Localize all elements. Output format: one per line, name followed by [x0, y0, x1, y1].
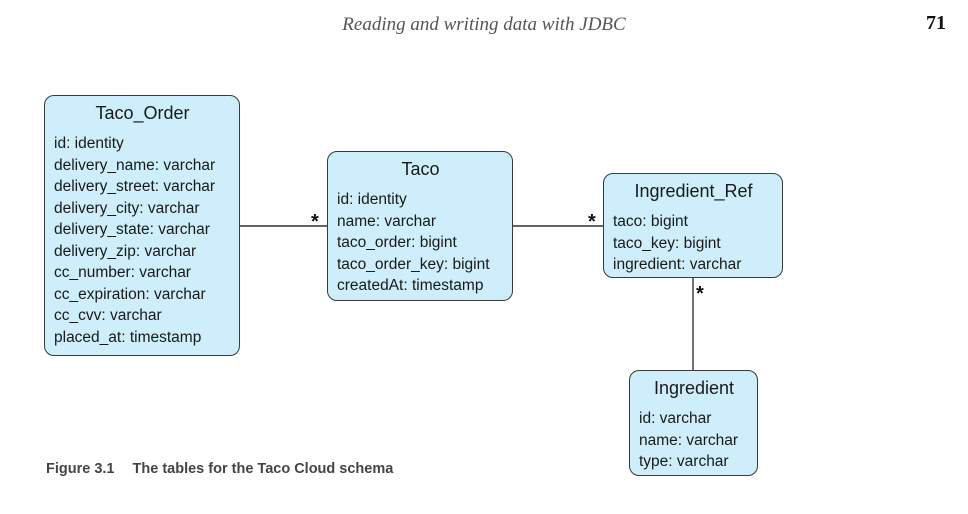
table-field: name: varchar — [337, 212, 437, 230]
table-field: ingredient: varchar — [613, 256, 742, 273]
table-taco-order: Taco_Order id: identity delivery_name: va… — [44, 95, 240, 356]
table-ingredient-ref: Ingredient_Ref taco: bigint taco_key: big… — [603, 173, 783, 278]
table-field: id: identity — [54, 135, 124, 152]
table-field: id: identity — [337, 191, 407, 208]
table-field: taco_order_key: bigint — [337, 255, 490, 273]
figure-caption: Figure 3.1 The tables for the Taco Cloud… — [46, 461, 393, 477]
field-list: id: identity delivery_name: varchar delive… — [54, 133, 231, 348]
field-list: id: identity name: varchar taco_order: big… — [337, 189, 504, 297]
multiplicity-taco-ingredient-ref: * — [588, 211, 596, 233]
table-field: id: varchar — [639, 410, 712, 427]
table-field: createdAt: timestamp — [337, 277, 484, 294]
field-list: id: varchar name: varchar type: varchar — [639, 408, 749, 473]
table-taco: Taco id: identity name: varchar taco_order… — [327, 151, 513, 301]
table-name: Taco_Order — [95, 103, 190, 123]
table-field: type: varchar — [639, 453, 729, 470]
multiplicity-order-taco: * — [311, 211, 319, 233]
table-field: delivery_state: varchar — [54, 221, 210, 238]
table-field: placed_at: timestamp — [54, 328, 202, 346]
table-name: Ingredient_Ref — [634, 181, 753, 201]
table-field: cc_number: varchar — [54, 264, 191, 281]
table-field: cc_expiration: varchar — [54, 285, 206, 303]
running-header-title: Reading and writing data with JDBC — [342, 14, 626, 35]
figure-caption-text: The tables for the Taco Cloud schema — [132, 461, 394, 477]
field-list: taco: bigint taco_key: bigint ingredient: … — [613, 211, 774, 276]
page-number: 71 — [926, 12, 946, 34]
table-field: delivery_street: varchar — [54, 178, 216, 195]
multiplicity-ingredient-ingredient-ref: * — [696, 283, 704, 305]
figure-label: Figure 3.1 — [46, 461, 115, 477]
table-name: Ingredient — [653, 378, 735, 398]
table-ingredient: Ingredient id: varchar name: varchar type:… — [629, 370, 758, 476]
table-field: name: varchar — [639, 431, 739, 449]
table-field: delivery_city: varchar — [54, 199, 200, 217]
table-field: cc_cvv: varchar — [54, 307, 162, 324]
table-field: delivery_zip: varchar — [54, 242, 197, 260]
table-field: taco_order: bigint — [337, 234, 457, 251]
table-field: delivery_name: varchar — [54, 156, 216, 174]
table-name: Taco — [401, 159, 440, 179]
table-field: taco_key: bigint — [613, 234, 721, 252]
table-field: taco: bigint — [613, 213, 688, 230]
